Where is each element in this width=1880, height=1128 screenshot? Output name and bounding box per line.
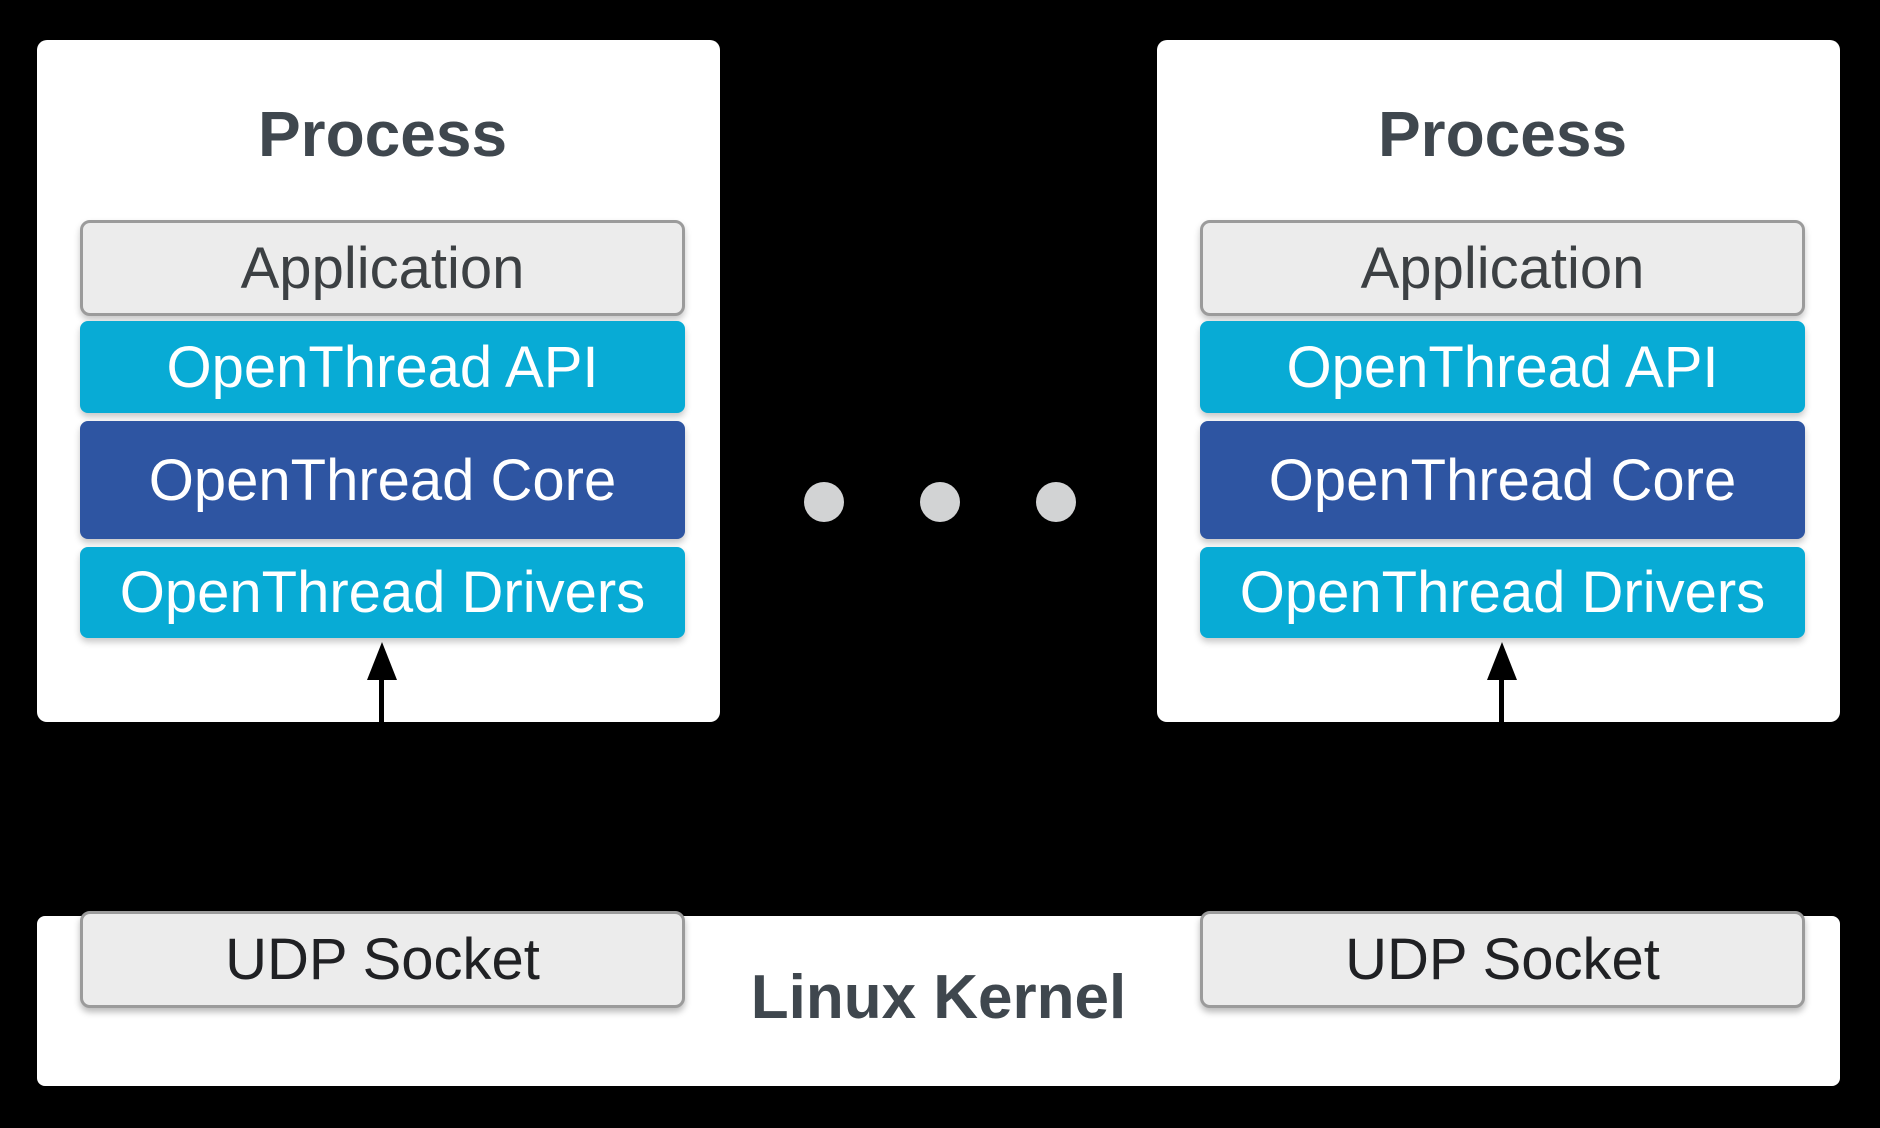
layer-application: Application: [80, 220, 685, 316]
layer-openthread-drivers-label: OpenThread Drivers: [1239, 560, 1766, 625]
arrow-head: [367, 642, 397, 680]
udp-socket-box: UDP Socket: [1200, 911, 1805, 1008]
layer-openthread-api-label: OpenThread API: [166, 334, 599, 400]
continuation-dot: [1036, 482, 1076, 522]
linux-kernel-title: Linux Kernel: [750, 963, 1127, 1032]
arrow-shaft: [1499, 678, 1504, 722]
arrow-up-icon: [367, 642, 397, 722]
arrow-up-icon: [1487, 642, 1517, 722]
layer-openthread-drivers: OpenThread Drivers: [80, 547, 685, 638]
continuation-dot: [920, 482, 960, 522]
linux-kernel-bar: UDP Socket UDP Socket Linux Kernel: [37, 911, 1840, 1086]
layer-application-label: Application: [240, 235, 525, 301]
arrow-shaft: [379, 678, 384, 722]
layer-openthread-core: OpenThread Core: [80, 421, 685, 539]
process-panel-right: Process Application OpenThread API OpenT…: [1157, 40, 1840, 722]
udp-socket-label: UDP Socket: [225, 927, 540, 992]
layer-application-label: Application: [1360, 235, 1645, 301]
process-title: Process: [257, 98, 508, 170]
process-panel-left: Process Application OpenThread API OpenT…: [37, 40, 720, 722]
layer-openthread-core-label: OpenThread Core: [148, 447, 617, 513]
udp-socket-box: UDP Socket: [80, 911, 685, 1008]
continuation-dot: [804, 482, 844, 522]
process-title: Process: [1377, 98, 1628, 170]
layer-openthread-drivers-label: OpenThread Drivers: [119, 560, 646, 625]
layer-application: Application: [1200, 220, 1805, 316]
layer-openthread-api: OpenThread API: [1200, 321, 1805, 413]
layer-openthread-core: OpenThread Core: [1200, 421, 1805, 539]
layer-openthread-api: OpenThread API: [80, 321, 685, 413]
arrow-head: [1487, 642, 1517, 680]
layer-openthread-api-label: OpenThread API: [1286, 334, 1719, 400]
layer-openthread-drivers: OpenThread Drivers: [1200, 547, 1805, 638]
layer-openthread-core-label: OpenThread Core: [1268, 447, 1737, 513]
continuation-dots-icon: [0, 482, 1880, 522]
udp-socket-label: UDP Socket: [1345, 927, 1660, 992]
